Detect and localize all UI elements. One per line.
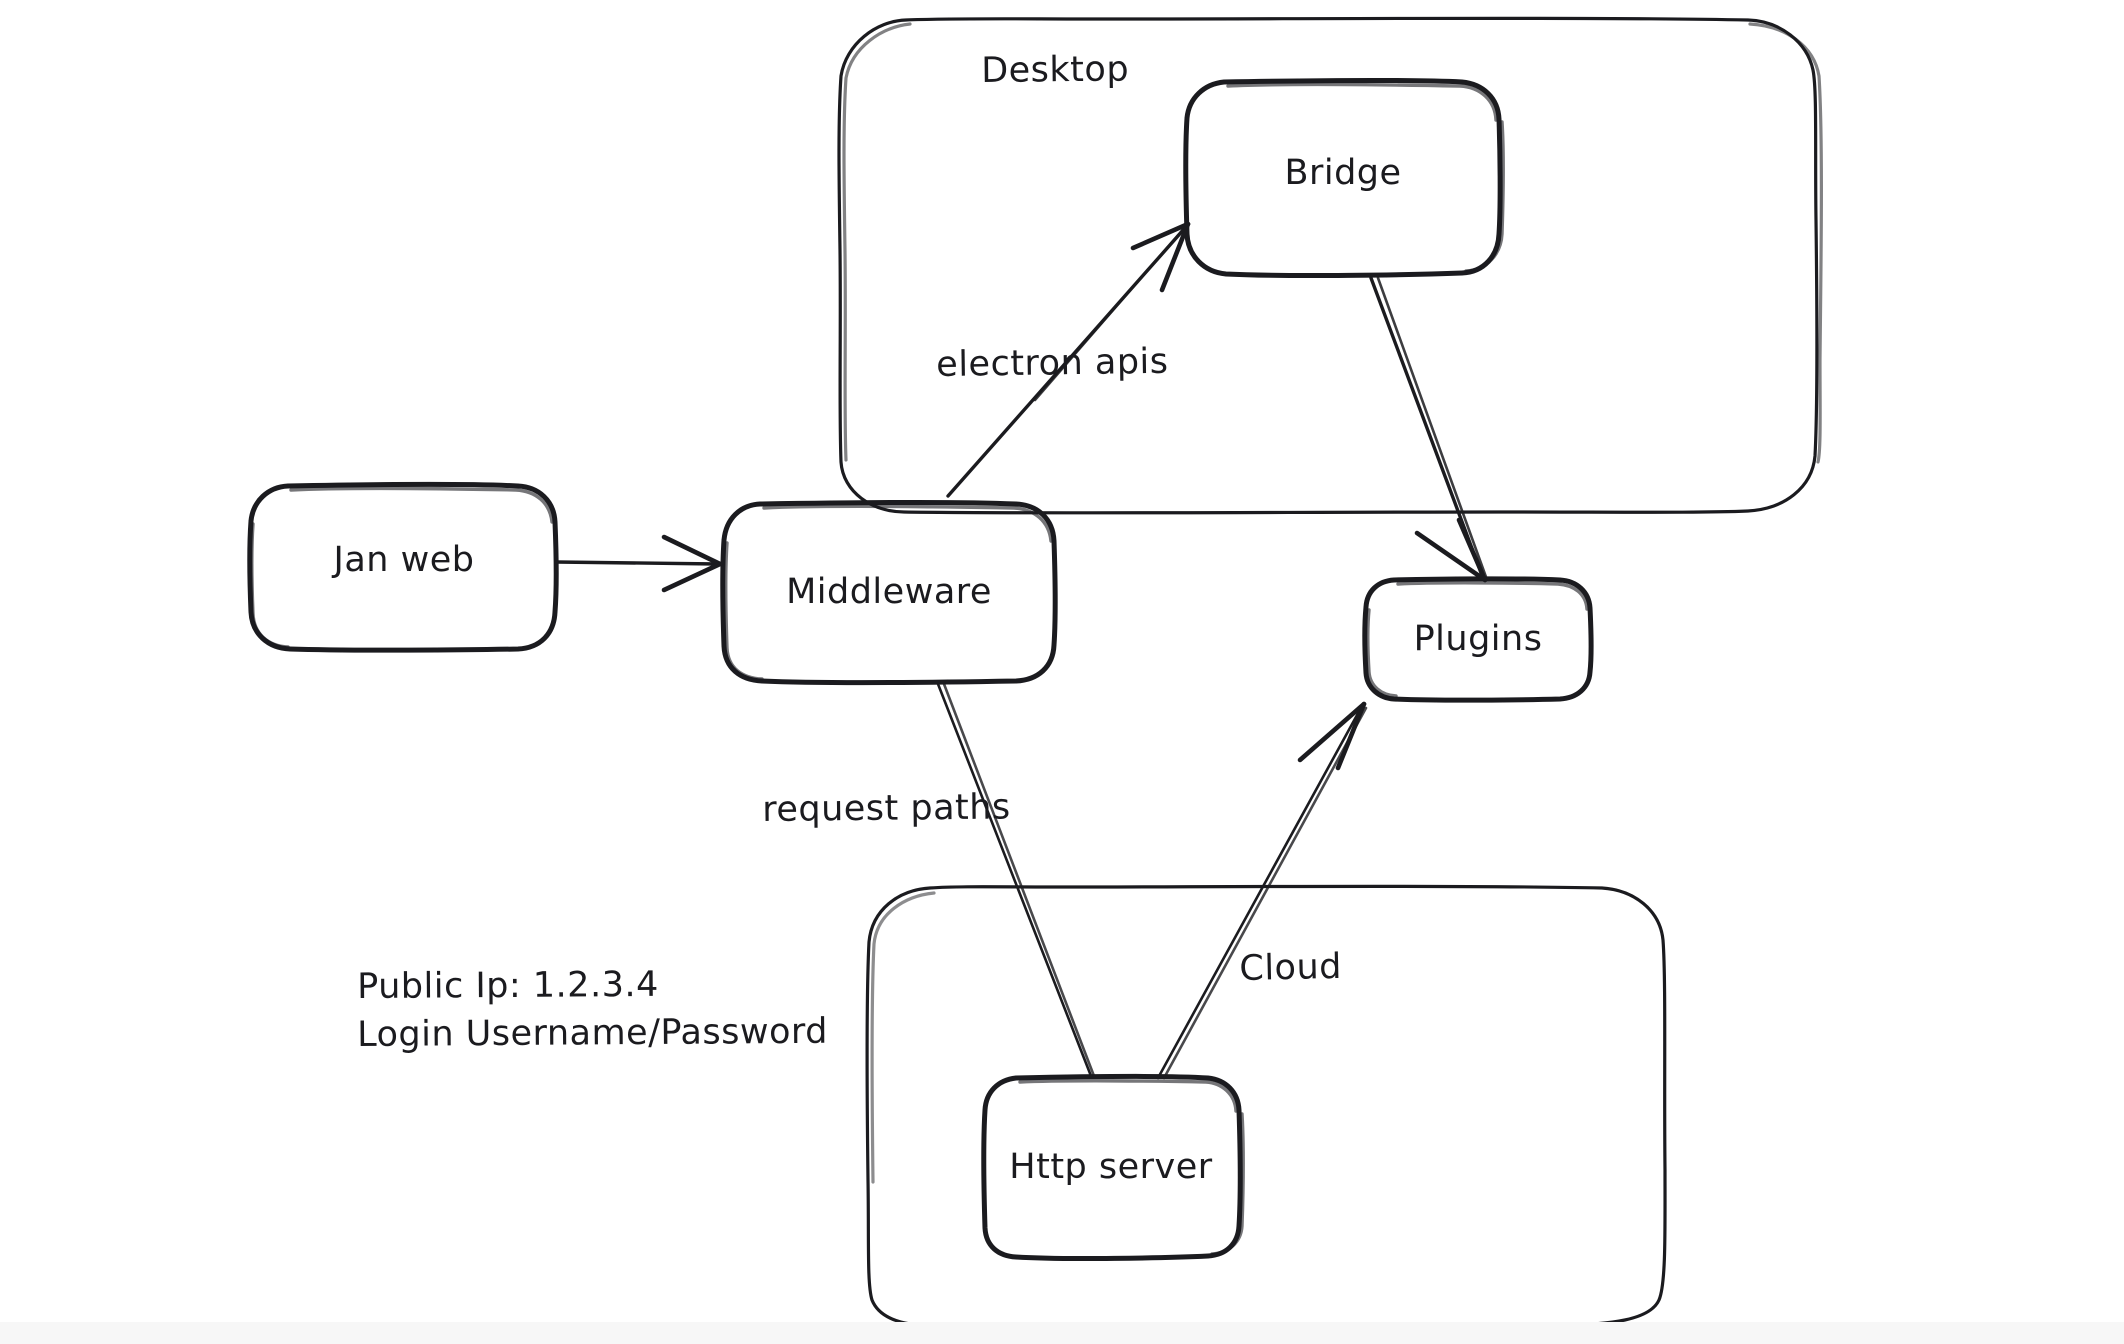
node-http-server[interactable] (981, 1073, 1245, 1262)
edge-janweb-to-middleware[interactable] (554, 534, 723, 593)
node-bridge[interactable] (1183, 77, 1505, 279)
note-public-ip-line: Public Ip: 1.2.3.4 (357, 964, 659, 1007)
node-label-middleware: Middleware (786, 572, 992, 612)
node-label-plugins: Plugins (1413, 619, 1543, 659)
edge-middleware-to-http-server[interactable] (936, 682, 1096, 1078)
edge-label-electron-apis: electron apis (936, 341, 1169, 385)
container-cloud[interactable] (865, 884, 1667, 1329)
container-label-desktop: Desktop (981, 49, 1130, 91)
node-label-bridge: Bridge (1284, 153, 1402, 193)
edge-bridge-to-plugins[interactable] (1369, 276, 1488, 583)
edge-http-server-to-plugins[interactable] (1156, 701, 1368, 1080)
edge-label-request-paths: request paths (762, 787, 1011, 830)
node-label-http-server: Http server (1009, 1147, 1213, 1187)
container-desktop[interactable] (837, 16, 1823, 515)
note-login-line: Login Username/Password (357, 1011, 829, 1055)
node-jan-web[interactable] (247, 481, 559, 653)
note-credentials: Public Ip: 1.2.3.4 Login Username/Passwo… (357, 963, 828, 1059)
node-plugins[interactable] (1362, 576, 1594, 703)
edge-label-cloud: Cloud (1239, 946, 1343, 989)
edge-middleware-to-bridge[interactable] (946, 221, 1191, 498)
node-label-jan-web: Jan web (333, 540, 475, 580)
node-middleware[interactable] (720, 499, 1058, 686)
bottom-edge-band (0, 1322, 2124, 1344)
